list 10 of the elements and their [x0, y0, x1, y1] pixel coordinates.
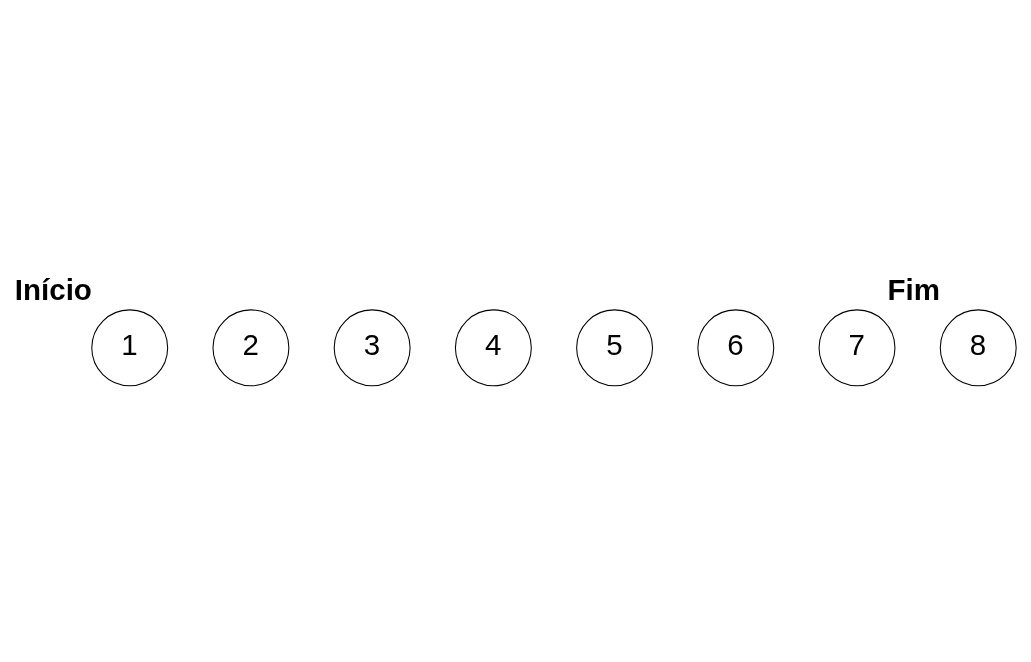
node-circle: 4	[454, 308, 532, 386]
node-circle: 2	[212, 308, 290, 386]
node-circle: 8	[939, 308, 1017, 386]
node-label: Fim	[887, 272, 941, 306]
node-circle: 1	[91, 308, 169, 386]
node-circle: 6	[697, 308, 775, 386]
node-label: Início	[14, 272, 92, 306]
node-circle: 5	[576, 308, 654, 386]
node-circle: 3	[333, 308, 411, 386]
node-circle: 7	[818, 308, 896, 386]
